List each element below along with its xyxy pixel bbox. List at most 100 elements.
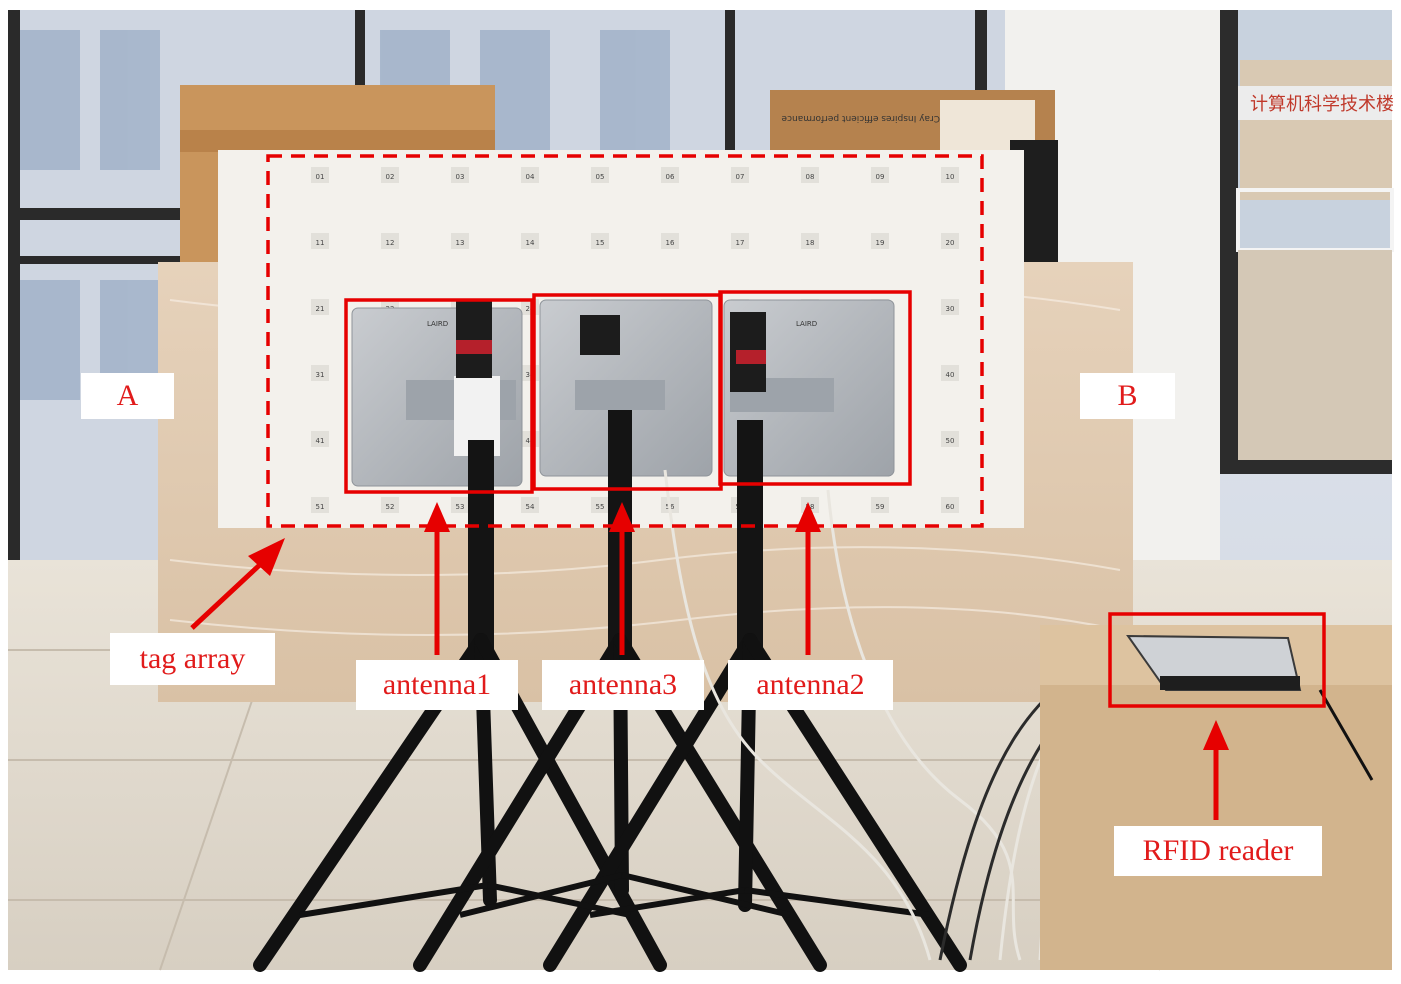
right-window-sill (1220, 460, 1392, 474)
rfid-tag (941, 365, 959, 381)
tripod-poles (468, 410, 763, 660)
antenna2-box (718, 290, 912, 486)
rfid-tag-number: 16 (666, 239, 675, 247)
power-cable (1318, 689, 1374, 781)
rfid-tag (941, 497, 959, 513)
antenna3-clamp (580, 315, 620, 355)
rfid-tag (381, 233, 399, 249)
rfid-tag-number: 09 (876, 173, 885, 181)
antenna2-label (736, 350, 766, 364)
rfid-tag (591, 497, 609, 513)
rfid-tag-number: 30 (946, 305, 955, 313)
rfid-tag (871, 233, 889, 249)
rfid-tag (311, 497, 329, 513)
right-building (1240, 60, 1392, 200)
rfid-tag-number: 13 (456, 239, 465, 247)
label-antenna2: antenna2 (728, 660, 893, 710)
rfid-tag (311, 167, 329, 183)
rfid-tag (591, 167, 609, 183)
arrows (190, 502, 1229, 820)
antenna2-arrowhead (795, 502, 821, 532)
cardboard-box-left-tape (180, 130, 495, 152)
rfid-reader-base (1160, 676, 1300, 690)
rfid-tag (311, 299, 329, 315)
antenna2-device: LAIRD (723, 299, 895, 477)
rfid-tag-number: 31 (316, 371, 325, 379)
label-b: B (1080, 373, 1175, 419)
rfid-tag-number: 15 (596, 239, 605, 247)
rfid-tag-number: 17 (736, 239, 745, 247)
rfid-tag-number: 18 (806, 239, 815, 247)
rfid-tag-number: 55 (596, 503, 605, 511)
rfid-tag-number: 03 (456, 173, 465, 181)
rfid-tag (941, 431, 959, 447)
rfid-tag-number: 05 (596, 173, 605, 181)
antenna3-device (539, 299, 713, 477)
rfid-tag-number: 21 (316, 305, 325, 313)
label-tag-array: tag array (110, 633, 275, 685)
rfid-tag (661, 167, 679, 183)
antenna2-brand: LAIRD (796, 320, 817, 328)
rfid-tag (521, 497, 539, 513)
rfid-tag (311, 233, 329, 249)
box-print-text: Cray Inspires efficient performance (781, 113, 940, 123)
rfid-tag-number: 04 (526, 173, 535, 181)
label-a: A (81, 373, 174, 419)
antenna1-brand: LAIRD (427, 320, 448, 328)
tripod-braces (299, 872, 931, 918)
rfid-reader-arrowhead (1203, 720, 1229, 750)
walkway (1238, 250, 1392, 460)
rfid-tag-number: 41 (316, 437, 325, 445)
right-window-frame (1220, 10, 1238, 470)
rfid-tag (451, 233, 469, 249)
rfid-reader-box (1108, 612, 1326, 708)
rfid-tag (451, 497, 469, 513)
rfid-tag (451, 167, 469, 183)
antenna3-arrowhead (609, 502, 635, 532)
label-antenna3: antenna3 (542, 660, 704, 710)
rfid-tag (801, 233, 819, 249)
antenna1-box (344, 298, 534, 494)
tag-array-arrowhead (248, 538, 285, 576)
rfid-tag (311, 365, 329, 381)
rfid-tag (941, 299, 959, 315)
antenna1-label (456, 340, 492, 354)
rfid-tag (521, 167, 539, 183)
annotations (266, 154, 1326, 708)
rfid-tag-number: 60 (946, 503, 955, 511)
antenna1-device: LAIRD (351, 300, 523, 487)
rfid-tag (941, 233, 959, 249)
rfid-tag (311, 431, 329, 447)
label-antenna1: antenna1 (356, 660, 518, 710)
antenna1-arrowhead (424, 502, 450, 532)
rfid-tag (521, 233, 539, 249)
rfid-tag (801, 167, 819, 183)
rfid-tag-number: 52 (386, 503, 395, 511)
rfid-tag (381, 497, 399, 513)
rfid-tag (871, 497, 889, 513)
campus-sign (1238, 86, 1392, 120)
rfid-tag-number: 12 (386, 239, 395, 247)
rfid-tag-number: 51 (316, 503, 325, 511)
rfid-tag-number: 01 (316, 173, 325, 181)
rfid-tag-number: 54 (526, 503, 535, 511)
rfid-tag-number: 53 (456, 503, 465, 511)
rfid-tag-number: 59 (876, 503, 885, 511)
rfid-tag-number: 50 (946, 437, 955, 445)
rfid-tag-number: 11 (316, 239, 325, 247)
antenna3-mount (575, 380, 665, 410)
rfid-tag-number: 02 (386, 173, 395, 181)
rfid-tag (941, 167, 959, 183)
antenna-cables (663, 469, 1022, 961)
campus-sign-text: 计算机科学技术楼 (1250, 94, 1394, 115)
label-rfid-reader: RFID reader (1114, 826, 1322, 876)
rfid-tag-number: 19 (876, 239, 885, 247)
rfid-tag (661, 233, 679, 249)
rfid-tag (381, 167, 399, 183)
rfid-tag-number: 20 (946, 239, 955, 247)
tag-array-box (266, 154, 984, 528)
rfid-tag (871, 167, 889, 183)
rfid-tag (591, 233, 609, 249)
